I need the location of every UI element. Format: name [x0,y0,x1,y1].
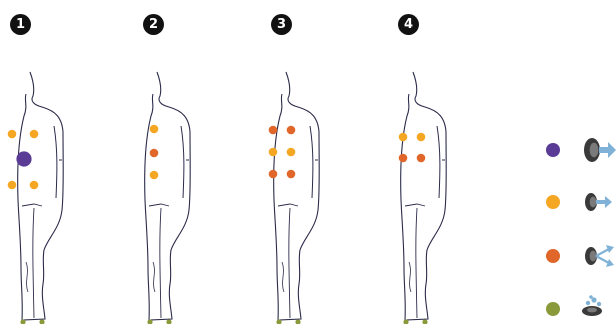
calf-line-1 [26,262,28,292]
calf-line-2 [153,262,155,292]
legend-dot-yellow [546,195,560,209]
nozzle-dot-3-1 [269,126,278,135]
leg-line-2 [160,208,161,318]
outflow-arrow-head [605,196,612,208]
legend-dot-orange [546,249,560,263]
leg-line-4 [416,208,417,318]
calf-line-3 [282,262,284,292]
nozzle-dot-2-3 [150,171,159,180]
split-arrow-up [596,249,609,256]
nozzle-dot-1-2 [30,130,39,139]
nozzle-dot-4-4 [417,154,426,163]
buttock-line-3 [278,204,298,206]
leg-line-3 [289,208,290,318]
nozzle-dot-3-2 [287,126,296,135]
buttock-line-2 [149,204,169,206]
calf-line-4 [409,262,411,292]
floor-nozzle-4-2 [422,319,427,324]
floor-nozzle-3-2 [295,319,300,324]
split-nozzle-inner [590,251,597,262]
nozzle-dot-3-3 [269,148,278,157]
arm-line-2 [181,126,184,198]
arm-line-4 [437,126,440,198]
floor-nozzle-spray-icon [582,295,602,316]
split-arrow-down [596,256,609,263]
buttock-line-1 [22,204,42,206]
split-outflow-icon [585,245,614,267]
nozzle-dot-1-3 [16,151,31,166]
nozzle-dot-1-1 [8,130,17,139]
arm-line-3 [310,126,313,198]
nozzle-dot-1-4 [8,181,17,190]
nozzle-dot-4-2 [417,133,426,142]
floor-nozzle-2-2 [166,319,171,324]
buttock-line-4 [405,204,425,206]
nozzle-dot-3-4 [287,148,296,157]
nozzle-dot-3-5 [269,170,278,179]
leg-line-1 [33,208,34,318]
outflow-arrow-head [608,142,616,158]
floor-nozzle-top [587,308,597,313]
small-nozzle-inner [590,197,597,208]
nozzle-dot-2-2 [150,149,159,158]
nozzle-dot-4-3 [399,154,408,163]
spray-droplet-3 [597,302,601,306]
floor-nozzle-1-2 [39,319,44,324]
legend-dot-purple [546,143,560,157]
large-hole-outflow-icon [584,138,616,162]
legend-dot-olive [546,302,560,316]
large-nozzle-inner [590,143,599,157]
nozzle-dot-3-6 [287,170,296,179]
spray-droplet-1 [586,301,590,305]
outflow-arrow-shaft [596,200,606,204]
arm-line-1 [54,126,57,198]
nozzle-dot-1-5 [30,181,39,190]
spray-droplet-4 [589,295,593,299]
nozzle-dot-2-1 [150,125,159,134]
nozzle-dot-4-1 [399,133,408,142]
small-hole-outflow-icon [585,193,612,211]
